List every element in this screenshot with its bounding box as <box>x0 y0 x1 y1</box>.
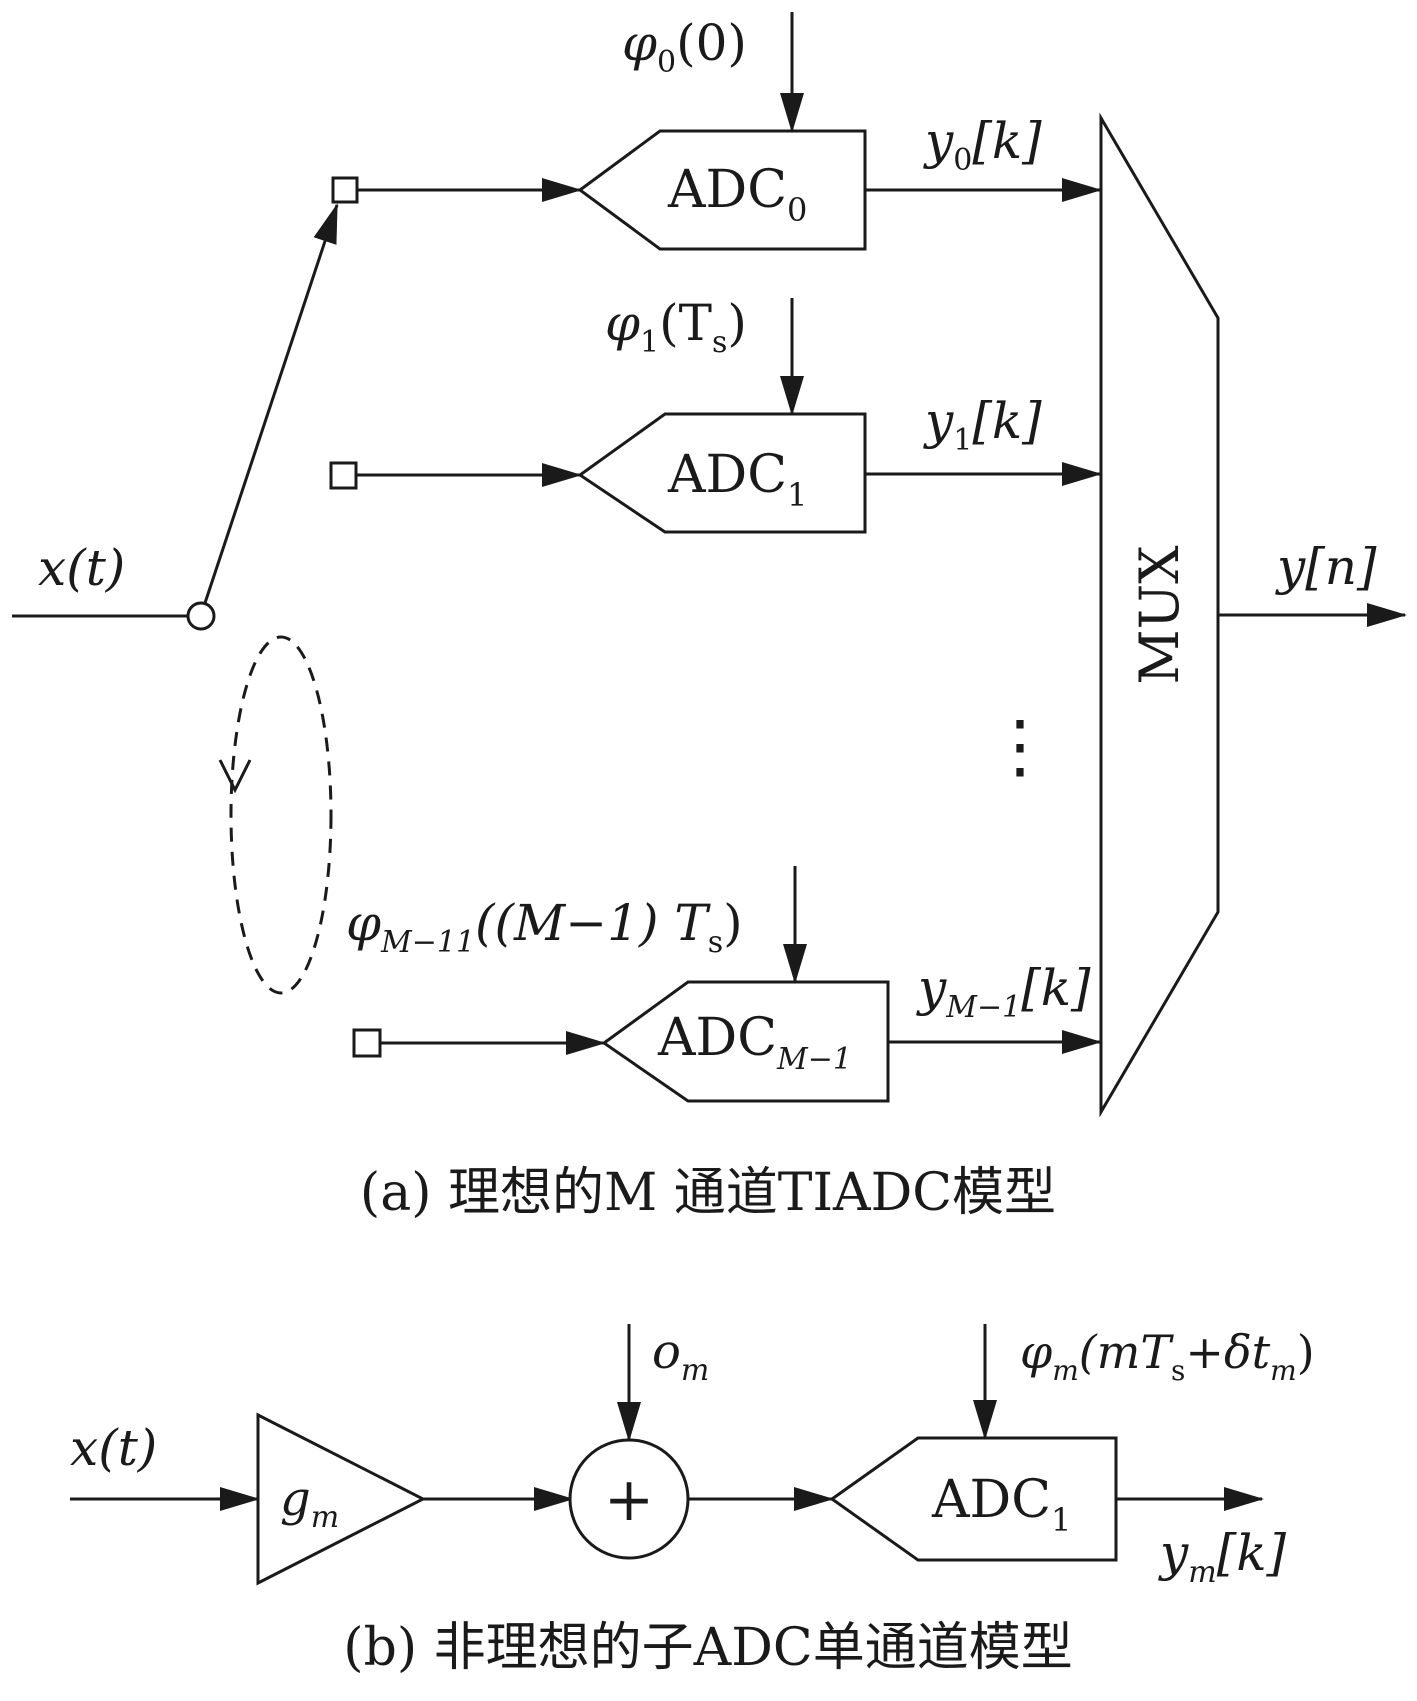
adc-b-label: ADC1 <box>931 1470 1071 1539</box>
rotation-path <box>229 635 333 995</box>
output-m-1-label: yM−1[k] <box>916 959 1091 1025</box>
phase-1-label: φ1(Ts) <box>605 294 747 360</box>
contact-terminal-m-1 <box>352 1028 382 1058</box>
input-label-b: x(t) <box>70 1419 157 1477</box>
adder-symbol: + <box>604 1465 654 1535</box>
adc-0-label: ADC0 <box>667 160 807 229</box>
output-0-label: y0[k] <box>923 112 1042 178</box>
phase-m-1-label: φM−11((M−1) Ts) <box>346 894 743 960</box>
phase-0-label: φ0(0) <box>622 14 747 80</box>
panel-a: x(t) ADC0 φ0(0) y0[k] ADC1 φ1(Ts) <box>12 12 1407 1223</box>
adc-m-1-label: ADCM−1 <box>657 1008 852 1077</box>
channel-0: ADC0 φ0(0) y0[k] <box>331 12 1102 251</box>
channel-1: ADC1 φ1(Ts) y1[k] <box>329 294 1102 534</box>
ellipsis: ⋮ <box>985 705 1055 787</box>
caption-a: (a) 理想的M 通道TIADC模型 <box>360 1163 1056 1223</box>
mux-block <box>1099 112 1220 1118</box>
offset-label: om <box>652 1324 709 1388</box>
panel-b: x(t) gm + om ADC1 φm(mTs+δtm) ym[k] (b) … <box>70 1324 1315 1678</box>
gain-block <box>256 1412 427 1586</box>
rotation-arrow-icon <box>218 759 252 794</box>
channel-m-1: ADCM−1 φM−11((M−1) Ts) yM−1[k] <box>346 866 1102 1103</box>
output-1-label: y1[k] <box>923 392 1042 458</box>
gain-label: gm <box>280 1471 339 1535</box>
switch-pivot <box>186 601 216 631</box>
contact-terminal-1 <box>329 461 358 490</box>
output-label-b: ym[k] <box>1158 1524 1287 1590</box>
contact-terminal-0 <box>331 176 359 204</box>
switch-arm <box>203 203 339 604</box>
phase-b-label: φm(mTs+δtm) <box>1020 1325 1315 1387</box>
adc-1-label: ADC1 <box>667 445 807 514</box>
output-label-a: y[n] <box>1275 538 1377 596</box>
input-label-a: x(t) <box>38 539 125 597</box>
mux-label: MUX <box>1128 545 1191 685</box>
caption-b: (b) 非理想的子ADC单通道模型 <box>343 1618 1072 1678</box>
